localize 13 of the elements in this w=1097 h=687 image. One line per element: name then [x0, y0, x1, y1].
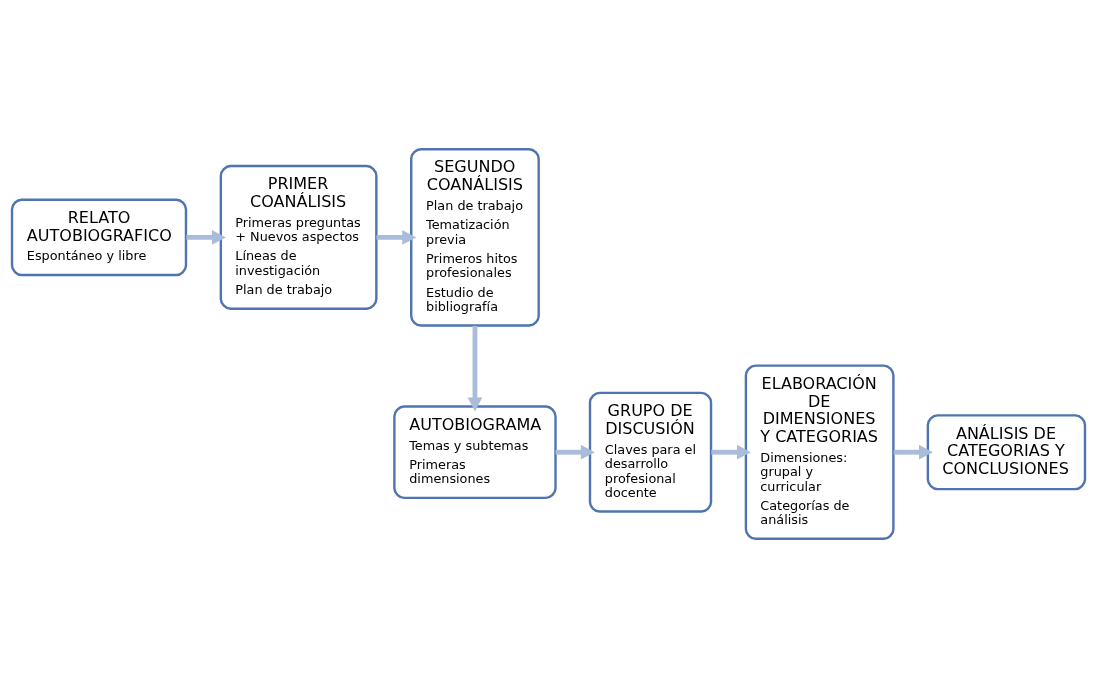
arrow	[893, 444, 933, 460]
arrow	[711, 444, 751, 460]
arrow	[555, 444, 595, 460]
node-box: ANÁLISIS DE CATEGORIAS Y CONCLUSIONES	[926, 413, 1087, 490]
node-box: RELATO AUTOBIOGRAFICO Espontáneo y libre	[10, 198, 188, 276]
node-box: SEGUNDO COANÁLISIS Plan de trabajo Tematización previa Primeros hitos profesionales Estudio de bibliografía	[410, 147, 540, 327]
node-box: PRIMER COANÁLISIS Primeras preguntas + Nuevos aspectos Líneas de investigación Plan de trabajo	[219, 164, 378, 310]
node-box: GRUPO DE DISCUSIÓN Claves para el desarrollo profesional docente	[588, 391, 713, 513]
arrow	[467, 325, 483, 412]
node-box: AUTOBIOGRAMA Temas y subtemas Primeras dimensiones	[393, 404, 557, 499]
node-box: ELABORACIÓN DE DIMENSIONES Y CATEGORIAS Dimensiones: grupal y curricular Categorías de análisis	[744, 363, 895, 540]
arrow	[186, 229, 226, 245]
arrow	[376, 229, 417, 245]
